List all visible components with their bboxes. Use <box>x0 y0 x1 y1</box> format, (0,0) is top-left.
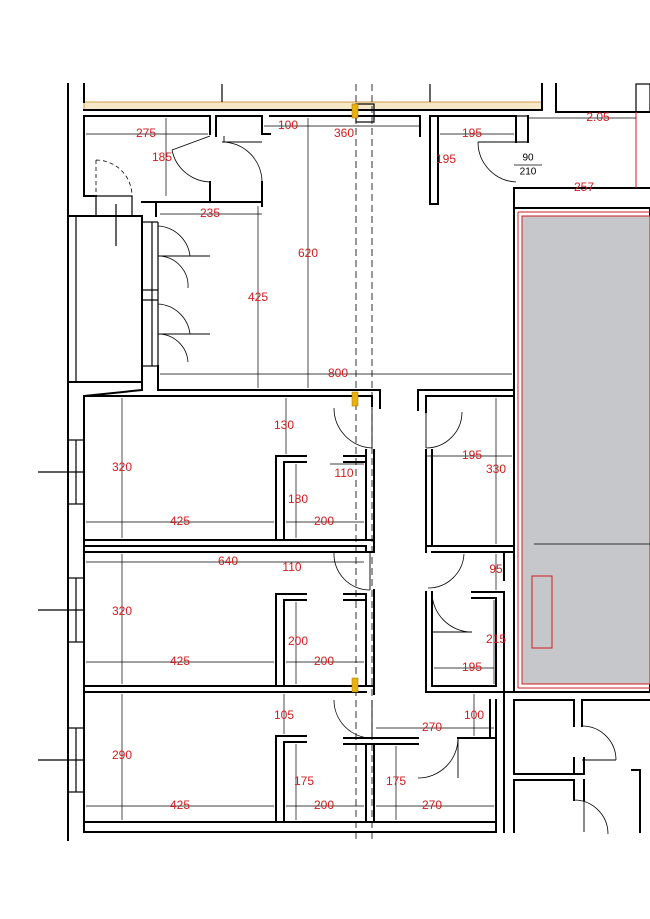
dim-label: 105 <box>274 708 294 722</box>
dim-label: 110 <box>334 466 353 480</box>
dim-label: 200 <box>314 654 334 668</box>
lower-right-walls <box>503 691 650 833</box>
room-2-walls <box>83 551 375 695</box>
dim-label: 100 <box>464 708 484 722</box>
room-3-walls <box>83 699 497 833</box>
door-spec-top: 90 <box>522 153 534 164</box>
dim-label: 425 <box>170 514 190 528</box>
dim-label: 270 <box>422 720 442 734</box>
dim-label: 185 <box>152 150 172 164</box>
dim-label: 290 <box>112 748 132 762</box>
doors <box>95 135 617 835</box>
dim-label: 195 <box>436 152 456 166</box>
dim-label: 330 <box>486 462 506 476</box>
dim-label: 175 <box>386 774 406 788</box>
corridor-walls <box>355 103 515 413</box>
dim-label: 257 <box>574 180 594 194</box>
dim-label: 425 <box>170 798 190 812</box>
dim-label: 800 <box>328 366 348 380</box>
dim-label: 270 <box>422 798 442 812</box>
door-spec: 90 210 <box>514 153 542 178</box>
column-markers <box>351 103 359 693</box>
dim-label: 235 <box>200 206 220 220</box>
dim-label: 215 <box>486 632 506 646</box>
dim-label: 195 <box>462 660 482 674</box>
dim-label: 200 <box>288 634 308 648</box>
dim-label: 195 <box>462 448 482 462</box>
right-room-2-walls <box>425 551 515 693</box>
dim-label: 130 <box>274 418 294 432</box>
dim-label: 180 <box>288 492 308 506</box>
right-room-1-walls <box>425 449 515 553</box>
dim-label: 320 <box>112 604 132 618</box>
dim-label: 195 <box>462 126 482 140</box>
upper-restroom-walls <box>82 115 421 398</box>
door-spec-bottom: 210 <box>520 167 537 178</box>
dim-label: 100 <box>278 118 298 132</box>
dim-label: 200 <box>314 798 334 812</box>
dim-label: 2.05 <box>586 110 610 124</box>
dim-label: 110 <box>282 560 301 574</box>
dimension-labels: 275 100 360 195 2.05 185 195 257 235 620… <box>112 110 610 812</box>
dim-label: 640 <box>218 554 238 568</box>
dim-label: 95 <box>489 562 503 576</box>
shaded-zone <box>513 112 650 693</box>
dim-label: 200 <box>314 514 334 528</box>
dimension-lines <box>86 117 650 820</box>
dim-label: 360 <box>334 126 354 140</box>
left-exterior-wall <box>38 109 143 841</box>
dim-label: 425 <box>170 654 190 668</box>
dim-label: 425 <box>248 290 268 304</box>
room-1-walls <box>83 449 375 553</box>
dim-label: 620 <box>298 246 318 260</box>
top-exterior-wall <box>67 83 650 113</box>
dim-label: 175 <box>294 774 314 788</box>
dim-label: 320 <box>112 460 132 474</box>
dim-label: 275 <box>136 126 156 140</box>
